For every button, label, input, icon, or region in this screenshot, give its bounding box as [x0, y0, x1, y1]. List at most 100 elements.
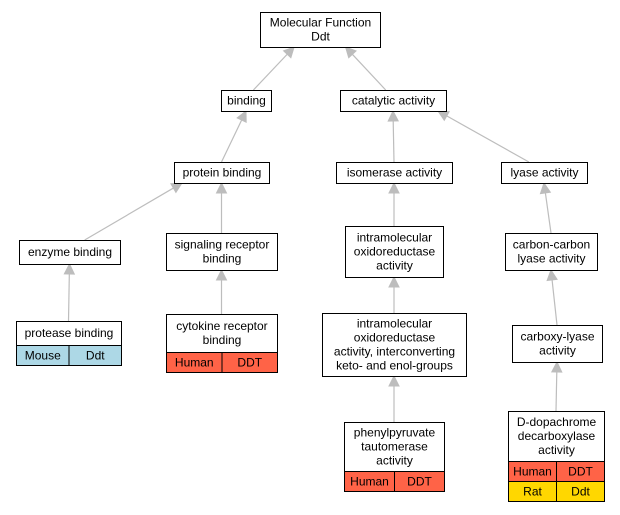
term-box	[345, 226, 444, 278]
arrowhead	[388, 374, 400, 387]
annotation-row: Mouse Ddt	[16, 345, 122, 366]
gene-cell	[221, 352, 278, 373]
arrowhead	[236, 109, 247, 123]
edge-catalytic-to-root	[351, 53, 387, 91]
gene-label: DDT	[407, 475, 432, 489]
go-term-binding[interactable]: binding	[221, 90, 272, 112]
species-label: Human	[513, 465, 552, 479]
term-label-line: keto- and enol-groups	[336, 359, 453, 373]
term-label-line: carboxy-lyase	[520, 330, 594, 344]
term-box	[260, 12, 381, 48]
edges	[63, 46, 563, 422]
term-label-line: tautomerase	[361, 440, 428, 454]
term-label-line: oxidoreductase	[354, 245, 436, 259]
go-term-enzyme-binding[interactable]: enzyme binding	[19, 240, 121, 265]
gene-label: DDT	[568, 465, 593, 479]
term-label-line: protein binding	[183, 166, 262, 180]
annotation-row: Human DDT	[166, 352, 278, 373]
annotation-row: Human DDT	[344, 471, 445, 492]
term-box	[508, 411, 605, 462]
term-label-line: binding	[203, 333, 242, 347]
species-label: Rat	[523, 485, 542, 499]
arrowhead	[170, 182, 183, 194]
arrowhead	[215, 268, 228, 281]
term-box	[512, 325, 603, 363]
term-label-line: phenylpyruvate	[354, 426, 436, 440]
term-label-line: Molecular Function	[270, 16, 371, 30]
edge-dopachrome-to-carboxy	[555, 371, 558, 412]
term-label-line: activity	[538, 443, 575, 457]
term-box	[340, 90, 447, 112]
arrowhead	[546, 268, 558, 282]
edge-protease-to-enzyme_binding	[67, 273, 70, 322]
term-box	[501, 162, 588, 184]
term-label-line: catalytic activity	[352, 94, 435, 108]
arrowhead	[63, 262, 76, 275]
term-label-line: binding	[203, 252, 242, 266]
gene-cell	[68, 345, 122, 366]
term-label-line: activity, interconverting	[334, 345, 455, 359]
gene-label: DDT	[237, 356, 262, 370]
species-label: Human	[350, 475, 389, 489]
edge-enzyme_binding-to-protein_binding	[84, 187, 174, 241]
edge-binding-to-root	[252, 53, 288, 91]
gene-label: Ddt	[571, 485, 590, 499]
term-box	[16, 321, 122, 346]
go-term-lyase[interactable]: lyase activity	[501, 162, 588, 184]
edge-cc_lyase-to-lyase	[544, 192, 552, 234]
arrowhead	[387, 109, 400, 122]
gene-label: Ddt	[86, 349, 105, 363]
term-box	[505, 233, 598, 271]
arrowhead	[437, 110, 450, 122]
term-label-line: Ddt	[311, 30, 330, 44]
term-box	[322, 313, 467, 377]
term-box	[344, 422, 445, 472]
term-label-line: intramolecular	[357, 317, 432, 331]
arrowhead	[388, 275, 400, 288]
term-label-line: decarboxylase	[518, 429, 596, 443]
term-label-line: carbon-carbon	[513, 238, 590, 252]
arrowhead	[388, 181, 400, 194]
term-label-line: D-dopachrome	[517, 415, 597, 429]
arrowhead	[215, 181, 228, 194]
arrowhead	[282, 46, 295, 59]
term-label-line: protease binding	[25, 326, 114, 340]
term-label-line: intramolecular	[357, 231, 432, 245]
term-label-line: lyase activity	[510, 166, 578, 180]
term-label-line: lyase activity	[517, 252, 585, 266]
term-box	[174, 162, 270, 184]
edge-protein_binding-to-binding	[220, 119, 243, 163]
term-label-line: activity	[376, 259, 413, 273]
term-box	[221, 90, 272, 112]
go-term-isomerase[interactable]: isomerase activity	[336, 162, 453, 184]
term-label-line: binding	[227, 94, 266, 108]
term-label-line: isomerase activity	[347, 166, 442, 180]
arrowhead	[344, 46, 357, 59]
species-label: Human	[175, 356, 214, 370]
term-label-line: oxidoreductase	[354, 331, 436, 345]
annotation-row: Rat Ddt	[508, 481, 605, 502]
gene-cell	[394, 471, 445, 492]
go-term-protein-binding[interactable]: protein binding	[174, 162, 270, 184]
go-term-catalytic[interactable]: catalytic activity	[340, 90, 447, 112]
term-label-line: activity	[376, 454, 413, 468]
annotation-row: Human DDT	[508, 461, 605, 482]
term-label-line: signaling receptor	[175, 238, 270, 252]
term-label-line: enzyme binding	[28, 245, 112, 259]
edge-carboxy-to-cc_lyase	[551, 279, 558, 326]
term-box	[336, 162, 453, 184]
term-label-line: cytokine receptor	[176, 319, 267, 333]
species-label: Mouse	[25, 349, 61, 363]
